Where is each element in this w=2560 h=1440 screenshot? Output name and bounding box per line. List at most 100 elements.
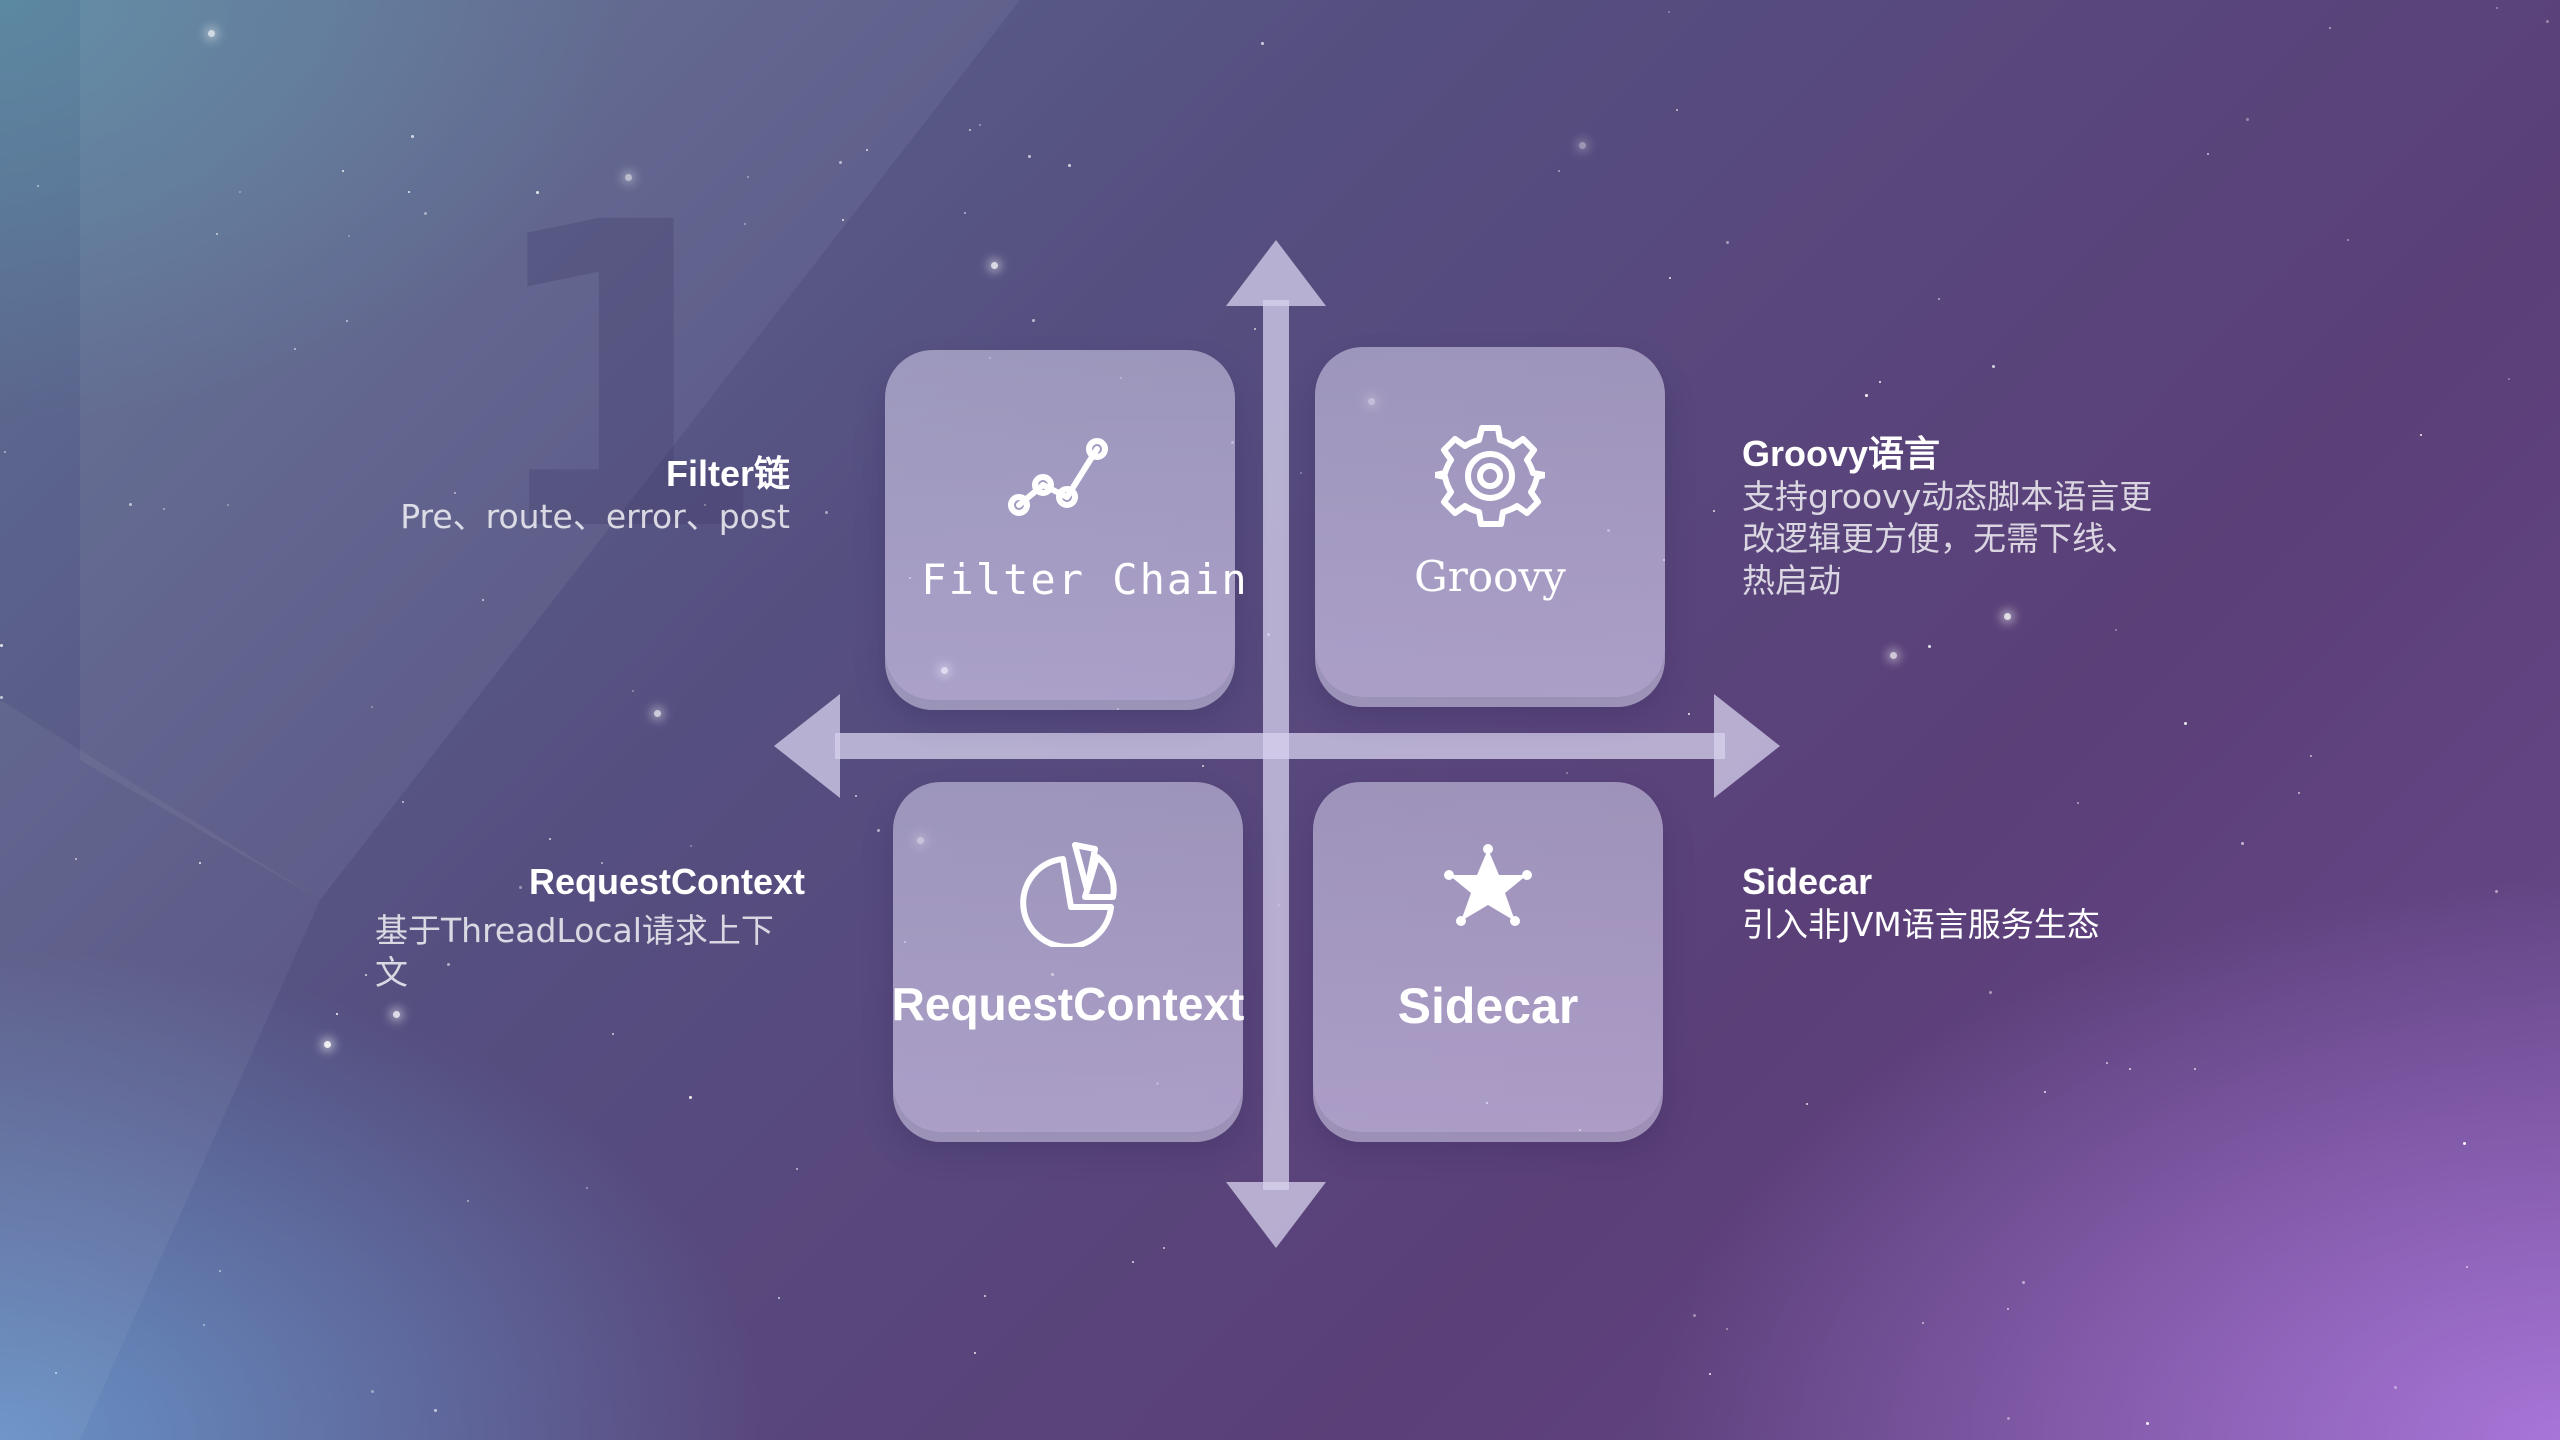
request-context-heading: RequestContext [528,861,805,902]
sheriff-star-icon [1433,837,1543,947]
star [365,974,367,976]
star [969,129,971,131]
star [612,1033,614,1035]
star [371,706,373,708]
star [632,690,634,692]
star [778,1297,780,1299]
star [239,191,241,193]
star [1163,1247,1165,1249]
star [1566,772,1568,774]
star [1676,109,1678,111]
sidecar-title: Sidecar [1397,978,1579,1034]
star [2310,755,2312,757]
star [2420,434,2422,436]
star [625,174,632,181]
star [2022,1281,2025,1284]
star [4,451,6,453]
star [866,149,868,151]
star [1028,155,1031,158]
star [2115,629,2117,631]
sidecar-card[interactable]: Sidecar [1313,782,1663,1132]
star [1879,381,1881,383]
groovy-card[interactable]: Groovy [1315,347,1665,697]
star [2207,153,2209,155]
star [2129,1068,2131,1070]
star [0,644,3,647]
star [1938,298,1940,300]
filter-chain-body: Pre、route、error、post [400,497,790,536]
down-arrow-head [1226,1182,1326,1248]
star [2298,792,2300,794]
star [408,191,410,193]
star [2241,842,2244,845]
star [163,508,165,510]
star [336,1013,338,1015]
star [1278,904,1280,906]
star [346,320,348,322]
sidecar-description: Sidecar 引入非JVM语言服务生态 [1742,860,2202,946]
star [75,858,77,860]
star [2347,239,2349,241]
request-context-title: RequestContext [891,978,1245,1030]
star [1254,328,1256,330]
star [744,223,746,225]
star [877,829,880,832]
sidecar-body: 引入非JVM语言服务生态 [1742,905,2100,944]
request-context-card[interactable]: RequestContext [891,782,1245,1132]
pie-chart-icon [1013,837,1123,947]
groovy-heading: Groovy语言 [1742,433,1941,474]
right-arrow-head [1714,694,1780,798]
star [1558,170,1560,172]
star [348,235,350,237]
star [219,1270,221,1272]
request-context-description: RequestContext 基于ThreadLocal请求上下文 [375,860,805,994]
star [324,1041,331,1048]
star [199,862,201,864]
star [747,176,749,178]
star [2508,378,2510,380]
star [1709,1373,1711,1375]
star [984,1295,986,1297]
star [690,845,692,847]
star [1989,991,1992,994]
star [2007,1417,2010,1420]
star [2246,118,2249,121]
gear-icon [1435,422,1545,532]
filter-chain-heading: Filter链 [665,453,790,494]
star [1132,1261,1134,1263]
star [839,161,842,164]
star [482,599,484,601]
star [294,348,296,350]
star [1693,1314,1696,1317]
star [1068,164,1071,167]
star [1992,365,1995,368]
star [0,696,3,699]
star [2329,27,2331,29]
groovy-title: Groovy [1414,552,1566,601]
star [227,504,229,506]
star [434,1409,437,1412]
star [991,262,998,269]
horizontal-axis [835,733,1725,759]
star [371,1390,374,1393]
star [2194,1068,2196,1070]
request-context-body: 基于ThreadLocal请求上下文 [375,911,774,992]
star [796,1168,798,1170]
star [2394,1386,2397,1389]
star [393,1011,400,1018]
star [1202,765,1204,767]
filter-chain-card[interactable]: Filter Chain [885,350,1247,700]
left-arrow-head [774,694,840,798]
star [1300,472,1302,474]
filter-chain-description: Filter链 Pre、route、error、post [370,452,790,538]
star [1726,241,1729,244]
star [1669,277,1671,279]
star [208,30,215,37]
sidecar-heading: Sidecar [1742,861,1873,902]
up-arrow-head [1226,240,1326,306]
star [467,1200,469,1202]
star [2106,1062,2108,1064]
star [549,838,551,840]
filter-chain-title: Filter Chain [921,555,1249,604]
star [1922,1322,1924,1324]
